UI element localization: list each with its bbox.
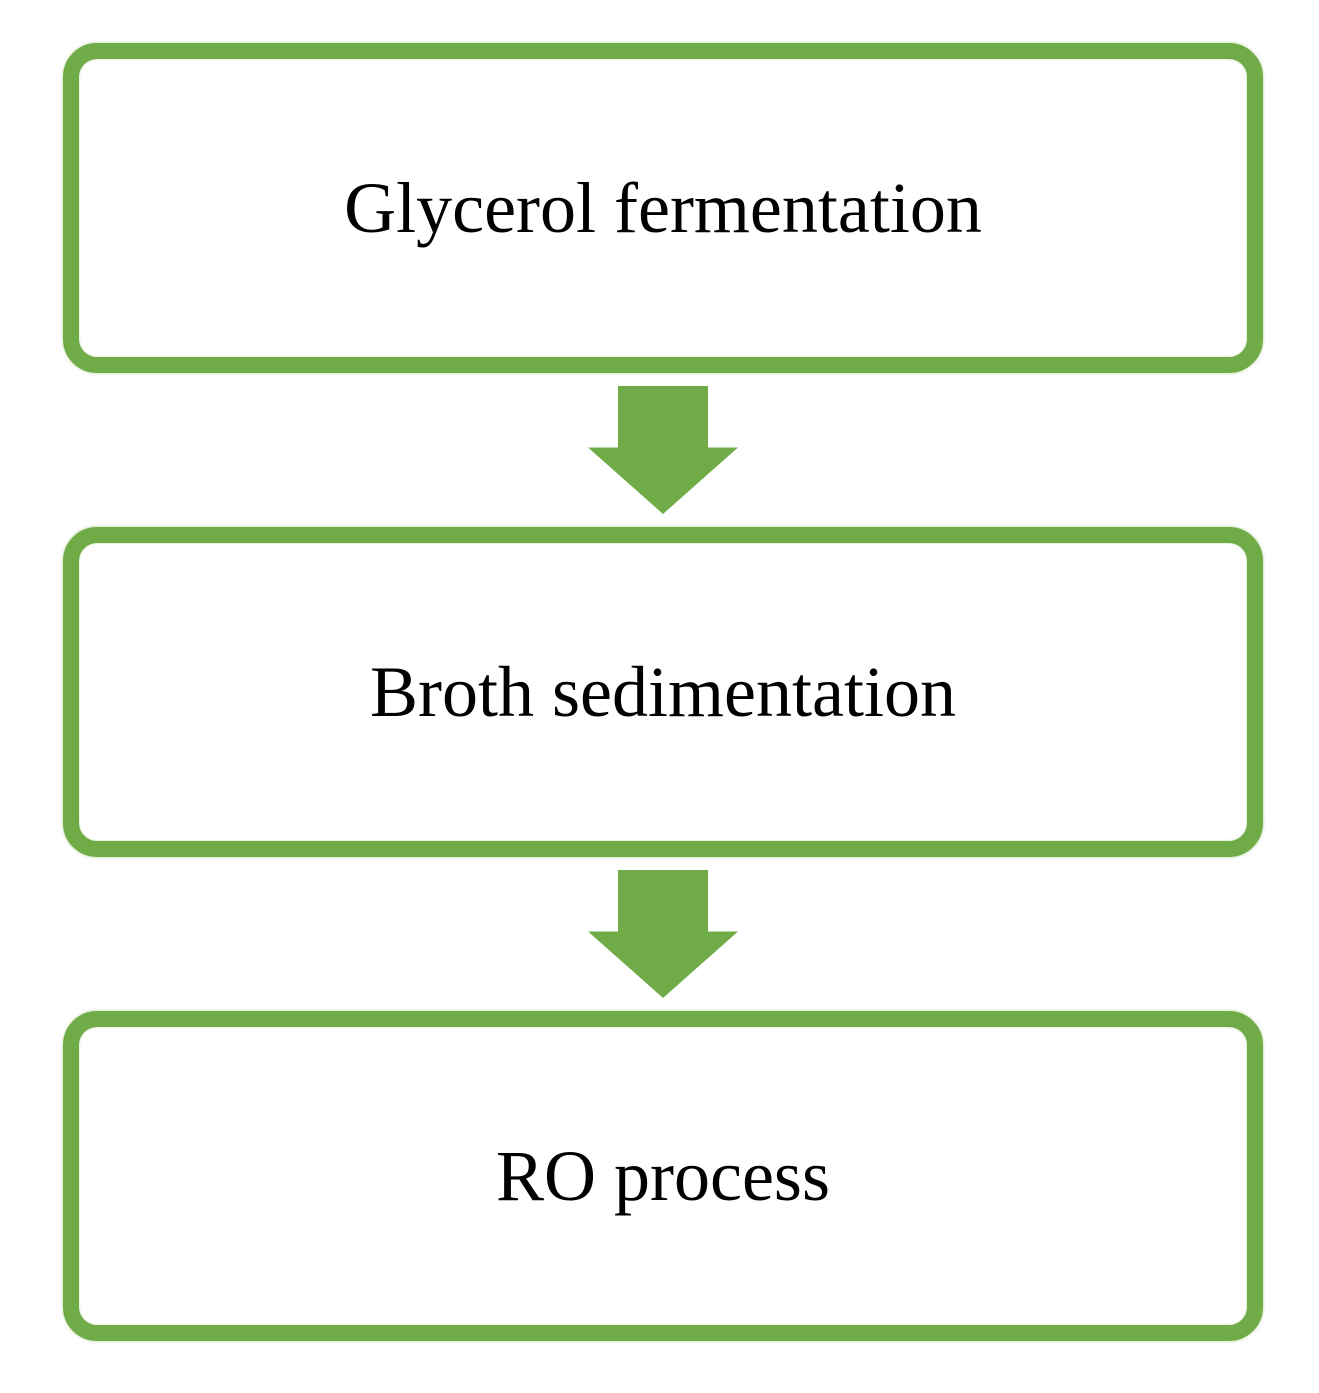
step-label: Glycerol fermentation [344,167,982,248]
process-flowchart: Glycerol fermentation Broth sedimentatio… [63,43,1263,1341]
down-arrow-icon [588,386,738,514]
step-box-ro-process: RO process [63,1011,1263,1341]
step-box-broth-sedimentation: Broth sedimentation [63,527,1263,857]
step-label: RO process [496,1135,830,1216]
step-label: Broth sedimentation [370,651,956,732]
step-box-glycerol-fermentation: Glycerol fermentation [63,43,1263,373]
down-arrow-icon [588,870,738,998]
